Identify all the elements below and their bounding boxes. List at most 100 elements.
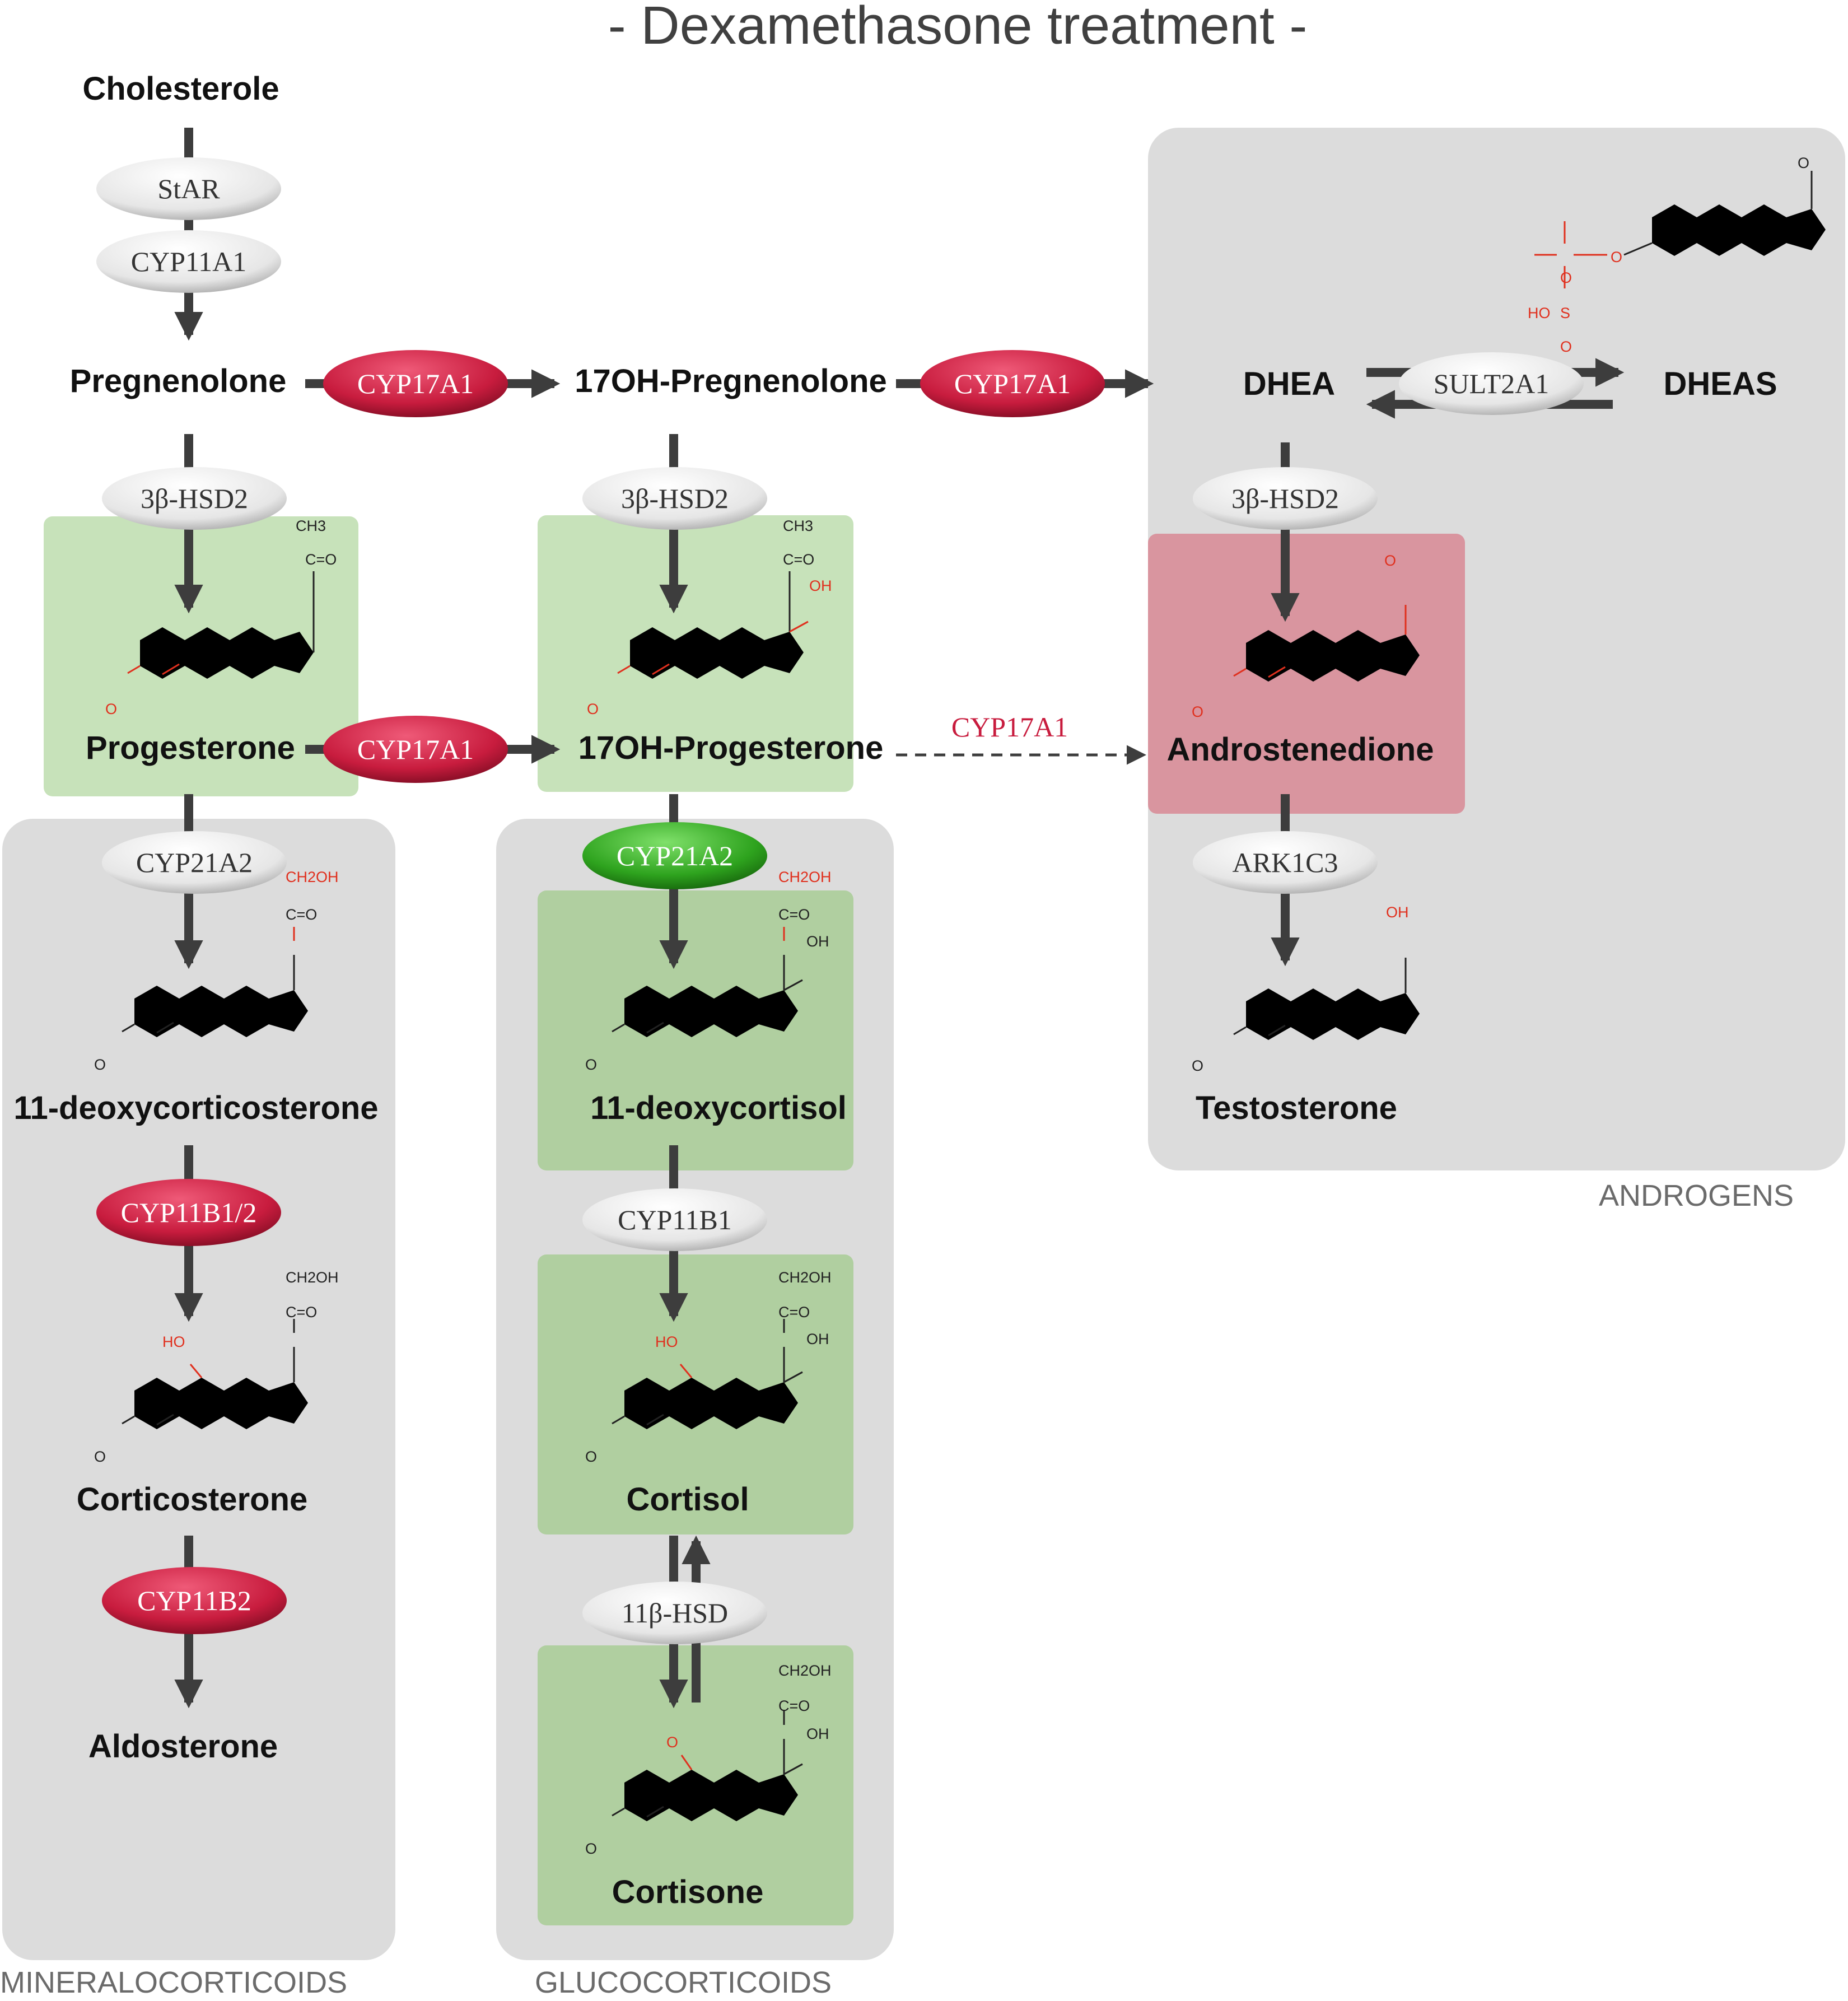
ketone-o-atom: O xyxy=(1798,155,1809,171)
o-atom: O xyxy=(1560,269,1572,286)
metabolite-11-deoxycortisol: 11-deoxycortisol xyxy=(590,1090,847,1126)
metabolite-dheas: DHEAS xyxy=(1663,366,1777,402)
group-label-mineralocorticoids: MINERALOCORTICOIDS xyxy=(0,1966,347,1999)
enzyme-cyp17a1-pregnenolone: CYP17A1 xyxy=(323,350,508,417)
co-atom: C=O xyxy=(778,1697,810,1714)
enzyme-label: 11β-HSD xyxy=(622,1597,728,1629)
enzyme-cyp11b2: CYP11B2 xyxy=(102,1567,287,1634)
androstenedione-structure xyxy=(1233,605,1420,682)
enzyme-label: SULT2A1 xyxy=(1434,368,1550,399)
metabolite-cortisol: Cortisol xyxy=(626,1481,749,1518)
enzyme-cyp17a1-dashed-label: CYP17A1 xyxy=(951,711,1068,743)
enzyme-label: CYP11B1 xyxy=(618,1204,732,1235)
metabolite-dhea: DHEA xyxy=(1243,366,1335,402)
ho-atom: HO xyxy=(655,1333,678,1350)
co-atom: C=O xyxy=(783,551,814,568)
enzyme-akr1c3: ARK1C3 xyxy=(1193,831,1378,894)
enzyme-label: 3β-HSD2 xyxy=(141,483,248,514)
o-atom: O xyxy=(1611,249,1622,265)
metabolite-cholesterol: Cholesterole xyxy=(82,71,279,107)
ch2oh-atom: CH2OH xyxy=(286,869,339,885)
enzyme-label: CYP17A1 xyxy=(357,368,474,399)
metabolite-cortisone: Cortisone xyxy=(612,1874,764,1910)
group-label-glucocorticoids: GLUCOCORTICOIDS xyxy=(535,1966,832,1999)
enzyme-cyp11a1: CYP11A1 xyxy=(96,230,281,293)
ch2oh-atom: CH2OH xyxy=(778,1662,832,1679)
androgens-box xyxy=(1148,128,1845,1170)
ketone-o-atom: O xyxy=(585,1840,597,1857)
testosterone-structure xyxy=(1233,958,1420,1040)
ketone-o-atom: O xyxy=(94,1056,106,1073)
ketone-o-atom: O xyxy=(1192,1057,1203,1074)
enzyme-label: CYP11A1 xyxy=(131,246,247,277)
enzyme-label: 3β-HSD2 xyxy=(621,483,729,514)
enzyme-label: CYP17A1 xyxy=(357,734,474,765)
metabolite-corticosterone: Corticosterone xyxy=(77,1481,308,1518)
cortisone-structure xyxy=(612,1711,803,1821)
metabolite-pregnenolone: Pregnenolone xyxy=(70,363,287,399)
ketone-o-atom: O xyxy=(105,701,117,717)
ch2oh-atom: CH2OH xyxy=(778,1269,832,1286)
cortisol-structure xyxy=(612,1319,803,1429)
oh-atom: OH xyxy=(809,577,832,594)
enzyme-label: CYP21A2 xyxy=(617,840,733,871)
ketone-o-atom: O xyxy=(585,1448,597,1465)
ch3-atom: CH3 xyxy=(296,517,326,534)
metabolite-androstenedione: Androstenedione xyxy=(1167,731,1434,768)
enzyme-cyp17a1-17oh-pregnenolone: CYP17A1 xyxy=(920,350,1105,417)
ch3-atom: CH3 xyxy=(783,517,813,534)
progesterone-structure xyxy=(127,571,315,679)
enzyme-3b-hsd2-17oh-pregnenolone: 3β-HSD2 xyxy=(582,467,767,530)
oh-atom: OH xyxy=(1386,904,1409,921)
ketone-o-atom: O xyxy=(666,1734,678,1751)
group-label-androgens: ANDROGENS xyxy=(1599,1179,1794,1212)
17oh-progesterone-structure xyxy=(617,571,809,679)
ho-atom: HO xyxy=(1528,305,1551,321)
co-atom: C=O xyxy=(778,1304,810,1321)
ketone-o-atom: O xyxy=(587,701,599,717)
metabolite-17oh-progesterone: 17OH-Progesterone xyxy=(578,730,884,766)
enzyme-3b-hsd2-dhea: 3β-HSD2 xyxy=(1193,467,1378,530)
corticosterone-structure xyxy=(122,1319,308,1429)
enzyme-sult2a1: SULT2A1 xyxy=(1399,352,1584,415)
s-atom: S xyxy=(1560,305,1570,321)
metabolite-aldosterone: Aldosterone xyxy=(88,1728,278,1765)
o-atom: O xyxy=(1560,338,1572,355)
metabolite-11-deoxycorticosterone: 11-deoxycorticosterone xyxy=(13,1090,378,1126)
enzyme-cyp17a1-progesterone: CYP17A1 xyxy=(323,716,508,783)
ch2oh-atom: CH2OH xyxy=(286,1269,339,1286)
co-atom: C=O xyxy=(305,551,337,568)
diagram-title: - Dexamethasone treatment - xyxy=(608,0,1308,55)
enzyme-label: 3β-HSD2 xyxy=(1231,483,1339,514)
ch2oh-atom: CH2OH xyxy=(778,869,832,885)
ho-atom: HO xyxy=(162,1333,185,1350)
ketone-o-atom: O xyxy=(585,1056,597,1073)
ketone-o-atom: O xyxy=(1192,703,1203,720)
co-atom: C=O xyxy=(286,1304,317,1321)
oh-atom: OH xyxy=(806,1331,829,1347)
metabolite-17oh-pregnenolone: 17OH-Pregnenolone xyxy=(575,363,887,399)
metabolite-progesterone: Progesterone xyxy=(86,730,295,766)
enzyme-label: CYP17A1 xyxy=(954,368,1071,399)
co-atom: C=O xyxy=(778,906,810,923)
enzyme-cyp11b1-2: CYP11B1/2 xyxy=(96,1179,281,1246)
deoxycorticosterone-structure xyxy=(122,927,308,1037)
deoxycortisol-structure xyxy=(612,927,803,1037)
enzyme-label: StAR xyxy=(157,173,220,204)
enzyme-3b-hsd2-pregnenolone: 3β-HSD2 xyxy=(102,467,287,530)
ketone-o-atom: O xyxy=(1384,552,1396,569)
enzyme-star: StAR xyxy=(96,157,281,220)
enzyme-label: CYP11B2 xyxy=(137,1585,251,1616)
dheas-structure xyxy=(1534,171,1826,288)
oh-atom: OH xyxy=(806,1725,829,1742)
enzyme-label: CYP11B1/2 xyxy=(121,1197,257,1228)
enzyme-cyp21a2-17oh-progesterone: CYP21A2 xyxy=(582,822,767,889)
enzyme-label: ARK1C3 xyxy=(1233,847,1338,878)
enzyme-cyp21a2-progesterone: CYP21A2 xyxy=(102,831,287,894)
enzyme-cyp11b1: CYP11B1 xyxy=(582,1188,767,1251)
metabolite-testosterone: Testosterone xyxy=(1196,1090,1397,1126)
enzyme-11b-hsd: 11β-HSD xyxy=(582,1582,767,1644)
co-atom: C=O xyxy=(286,906,317,923)
oh-atom: OH xyxy=(806,933,829,950)
